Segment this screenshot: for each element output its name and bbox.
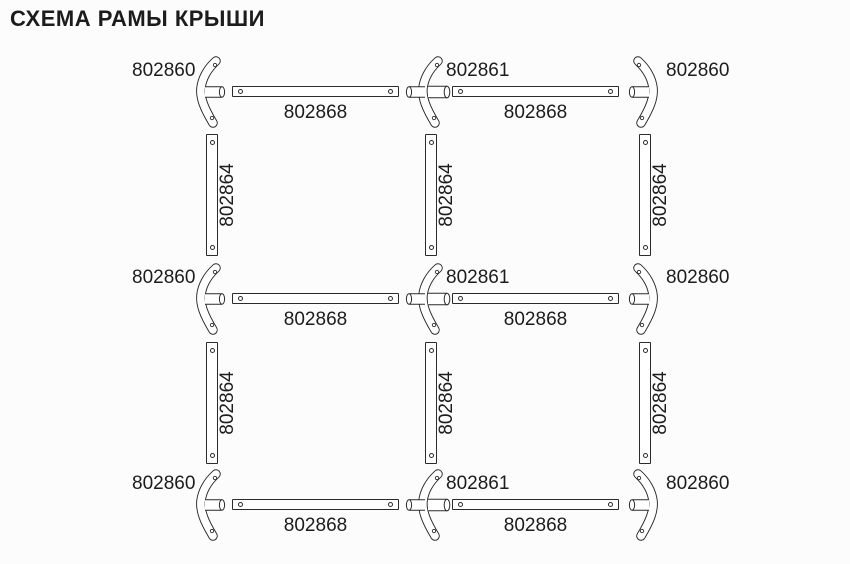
bolt-hole [642, 348, 648, 353]
bolt-hole [209, 140, 215, 145]
bolt-hole [238, 296, 243, 301]
bolt-hole [608, 296, 613, 301]
part-label-hbar-top-left: 802868 [283, 102, 348, 123]
bolt-hole [238, 502, 243, 507]
horizontal-bar-middle-right [452, 293, 619, 304]
vertical-bar-right-upper [639, 134, 651, 256]
vertical-bar-left-upper [206, 134, 218, 256]
bolt-hole [608, 89, 613, 94]
bolt-hole [428, 140, 434, 145]
horizontal-bar-middle-left [232, 293, 399, 304]
corner-connector-middle-right [624, 262, 664, 336]
part-label-corner-top-left: 802860 [132, 60, 196, 81]
part-label-tee-bottom: 802861 [446, 473, 510, 494]
part-label-vbar-center-upper: 802864 [436, 163, 457, 227]
bolt-hole [388, 89, 393, 94]
bolt-hole [458, 89, 463, 94]
corner-connector-middle-left [190, 262, 230, 336]
part-label-hbar-middle-right: 802868 [503, 309, 568, 330]
bolt-hole [608, 502, 613, 507]
horizontal-bar-top-right [452, 86, 619, 97]
bolt-hole [458, 502, 463, 507]
part-label-hbar-bottom-right: 802868 [503, 515, 568, 536]
horizontal-bar-bottom-left [232, 499, 399, 510]
vertical-bar-right-lower [639, 342, 651, 464]
bolt-hole [388, 502, 393, 507]
part-label-vbar-left-upper: 802864 [217, 163, 238, 227]
part-label-vbar-right-lower: 802864 [650, 371, 671, 435]
part-label-corner-bottom-left: 802860 [132, 473, 196, 494]
vertical-bar-center-lower [425, 342, 437, 464]
bolt-hole [209, 348, 215, 353]
bolt-hole [642, 453, 648, 458]
vertical-bar-left-lower [206, 342, 218, 464]
bolt-hole [209, 245, 215, 250]
corner-connector-top-right [624, 55, 664, 129]
part-label-corner-top-right: 802860 [666, 60, 730, 81]
horizontal-bar-top-left [232, 86, 399, 97]
part-label-tee-top: 802861 [446, 60, 510, 81]
horizontal-bar-bottom-right [452, 499, 619, 510]
part-label-corner-middle-left: 802860 [132, 267, 196, 288]
part-label-hbar-top-right: 802868 [503, 102, 568, 123]
vertical-bar-center-upper [425, 134, 437, 256]
part-label-vbar-center-lower: 802864 [436, 371, 457, 435]
page-title: СХЕМА РАМЫ КРЫШИ [10, 6, 265, 31]
corner-connector-bottom-left [190, 468, 230, 542]
bolt-hole [388, 296, 393, 301]
corner-connector-top-left [190, 55, 230, 129]
bolt-hole [238, 89, 243, 94]
bolt-hole [428, 453, 434, 458]
corner-connector-bottom-right [624, 468, 664, 542]
bolt-hole [209, 453, 215, 458]
part-label-hbar-bottom-left: 802868 [283, 515, 348, 536]
part-label-vbar-left-lower: 802864 [217, 371, 238, 435]
part-label-vbar-right-upper: 802864 [650, 163, 671, 227]
bolt-hole [428, 348, 434, 353]
bolt-hole [642, 245, 648, 250]
bolt-hole [428, 245, 434, 250]
part-label-hbar-middle-left: 802868 [283, 309, 348, 330]
part-label-corner-middle-right: 802860 [666, 267, 730, 288]
bolt-hole [458, 296, 463, 301]
bolt-hole [642, 140, 648, 145]
part-label-corner-bottom-right: 802860 [666, 473, 730, 494]
part-label-tee-middle: 802861 [446, 267, 510, 288]
